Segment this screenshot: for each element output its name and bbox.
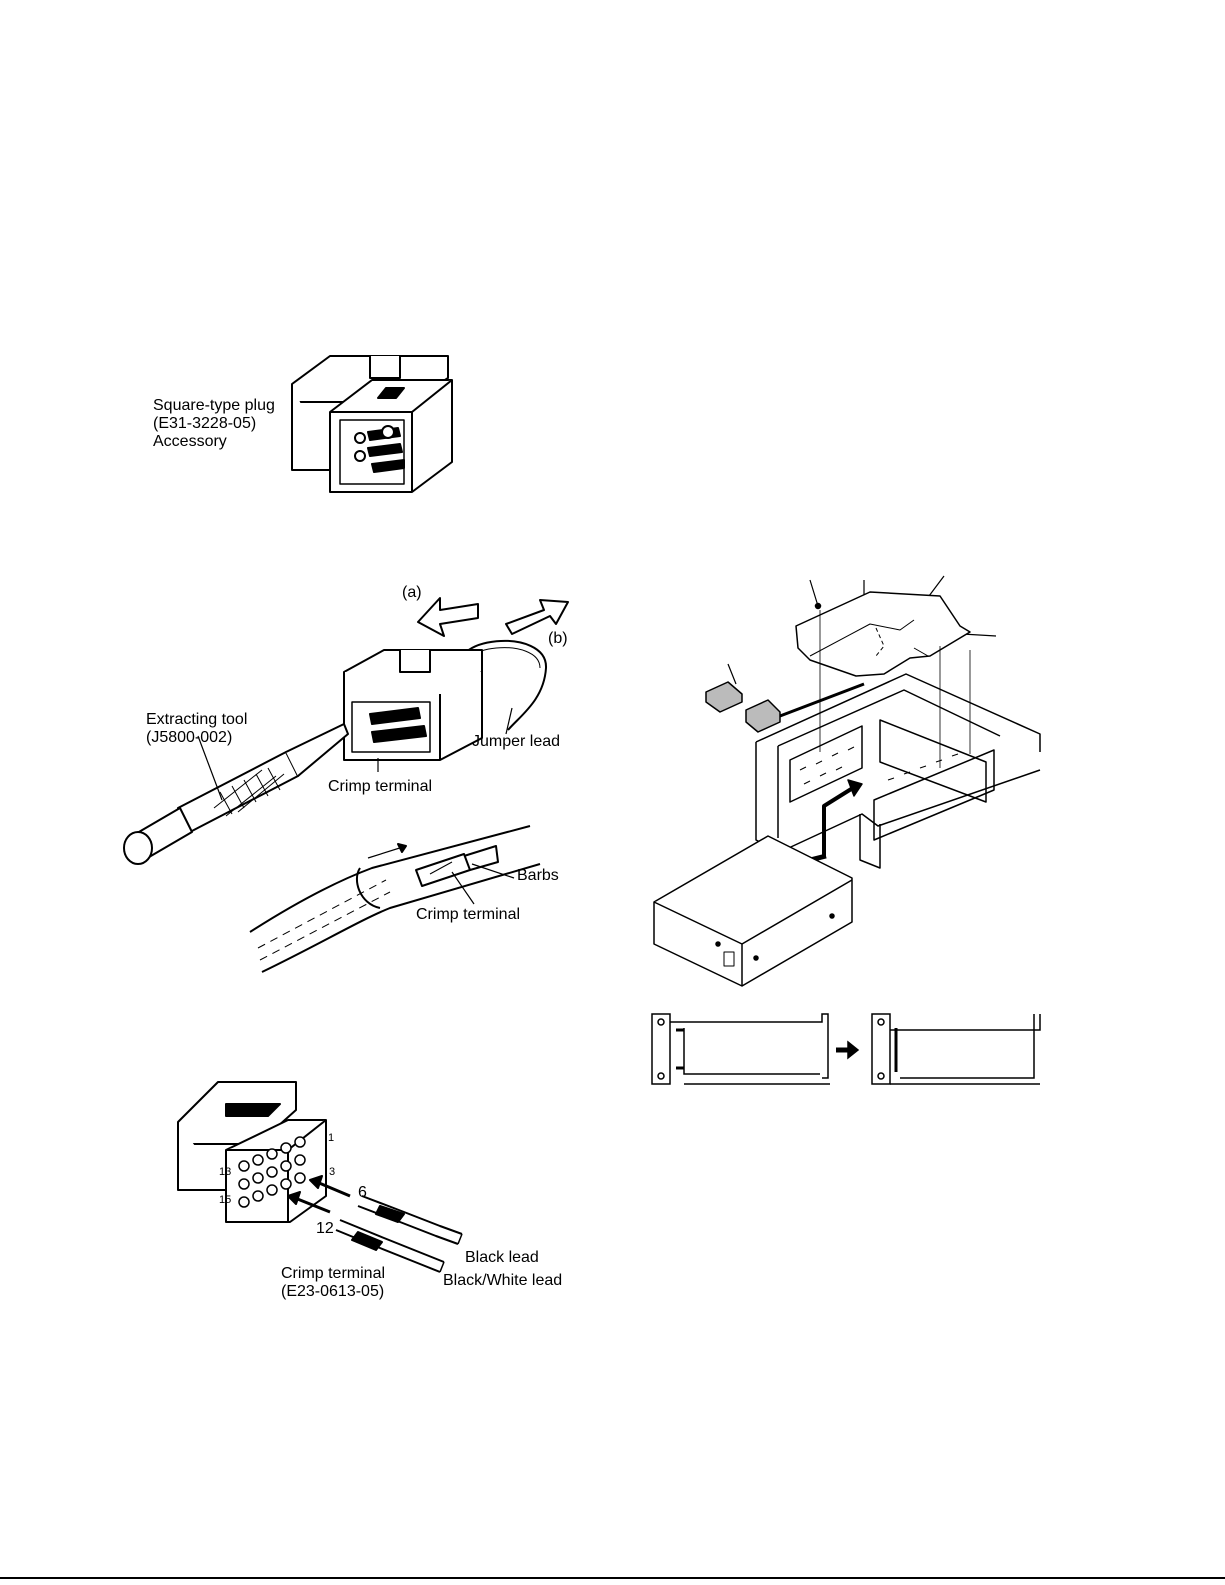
- page-bottom-rule: [0, 1577, 1225, 1579]
